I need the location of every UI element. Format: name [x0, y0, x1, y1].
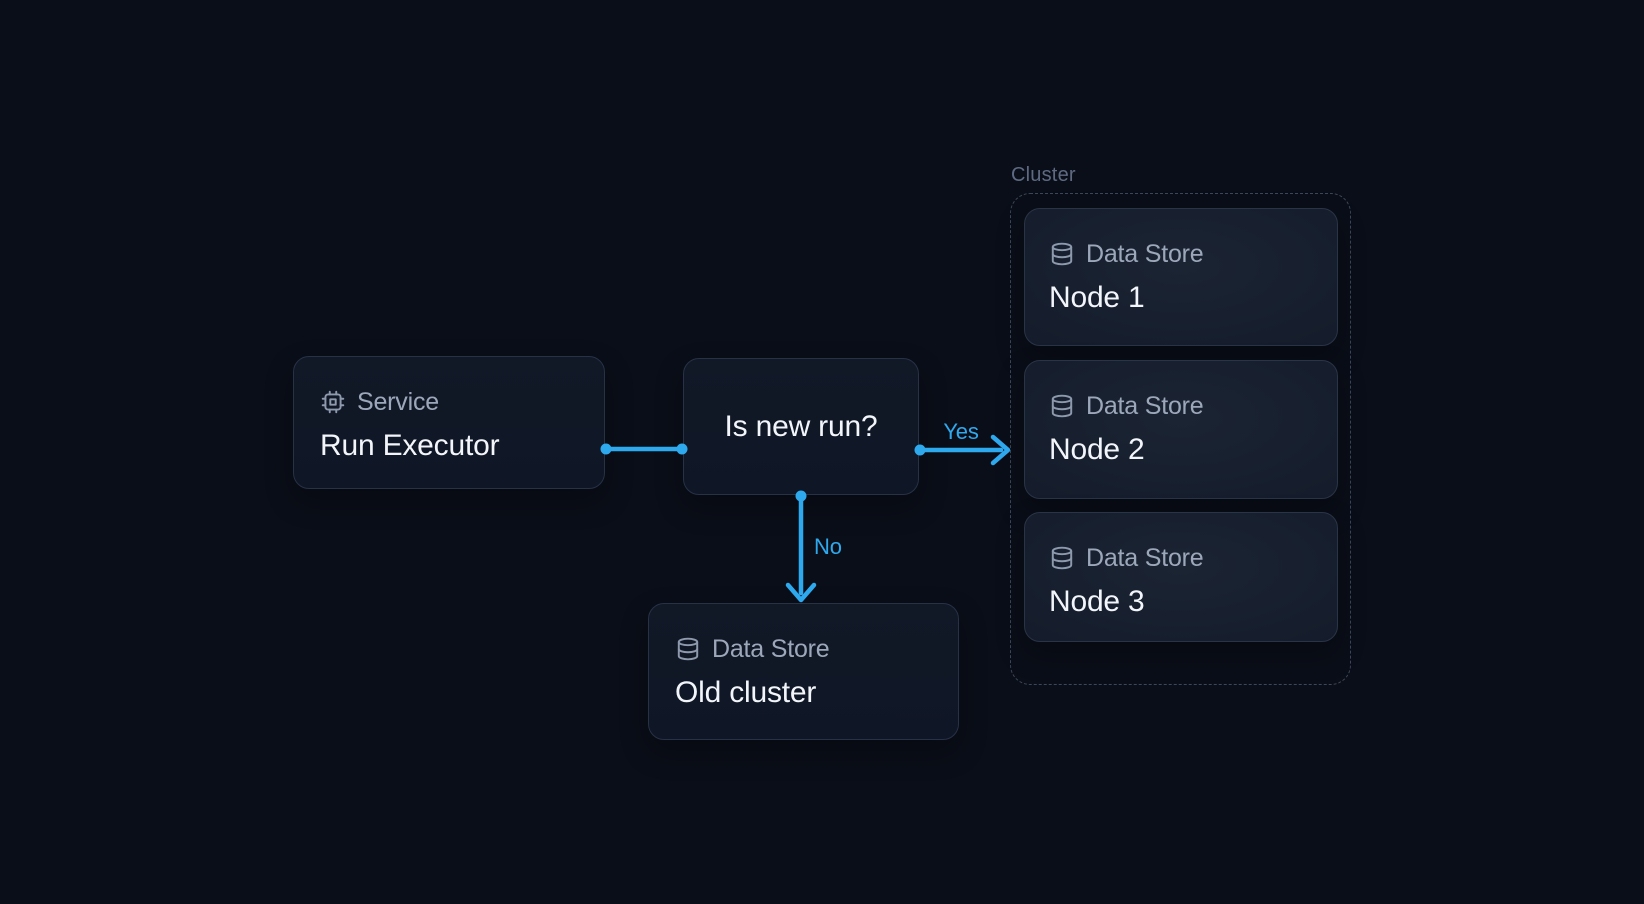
- node-decision[interactable]: Is new run?: [683, 358, 919, 495]
- edge-label-no: No: [814, 534, 842, 559]
- edge-executor-to-decision[interactable]: [600, 443, 688, 455]
- node-title: Node 1: [1049, 281, 1145, 314]
- node-type-row: Data Store: [1049, 241, 1313, 267]
- edge-no-to-old-cluster[interactable]: [785, 490, 817, 603]
- database-icon: [1049, 393, 1075, 419]
- cluster-group[interactable]: [1010, 193, 1351, 685]
- node-run-executor[interactable]: Service Run Executor: [293, 356, 605, 489]
- node-datastore-3[interactable]: Data Store Node 3: [1024, 512, 1338, 642]
- node-old-cluster[interactable]: Data Store Old cluster: [648, 603, 959, 740]
- node-type-label: Service: [357, 388, 439, 416]
- node-type-label: Data Store: [712, 635, 830, 663]
- node-title: Is new run?: [724, 409, 878, 443]
- edge-label-yes: Yes: [943, 419, 979, 444]
- database-icon: [1049, 241, 1075, 267]
- edge-yes-to-cluster[interactable]: [914, 434, 1011, 466]
- node-type-label: Data Store: [1086, 392, 1204, 420]
- node-title: Run Executor: [320, 429, 500, 462]
- node-type-label: Data Store: [1086, 544, 1204, 572]
- cpu-icon: [320, 389, 346, 415]
- node-type-row: Data Store: [675, 636, 934, 662]
- node-type-row: Service: [320, 389, 580, 415]
- node-type-row: Data Store: [1049, 545, 1313, 571]
- node-datastore-1[interactable]: Data Store Node 1: [1024, 208, 1338, 346]
- node-datastore-2[interactable]: Data Store Node 2: [1024, 360, 1338, 499]
- cluster-label: Cluster: [1011, 164, 1076, 186]
- node-title: Node 2: [1049, 433, 1145, 466]
- node-type-row: Data Store: [1049, 393, 1313, 419]
- node-type-label: Data Store: [1086, 240, 1204, 268]
- node-title: Node 3: [1049, 585, 1145, 618]
- node-title: Old cluster: [675, 676, 817, 709]
- database-icon: [1049, 545, 1075, 571]
- database-icon: [675, 636, 701, 662]
